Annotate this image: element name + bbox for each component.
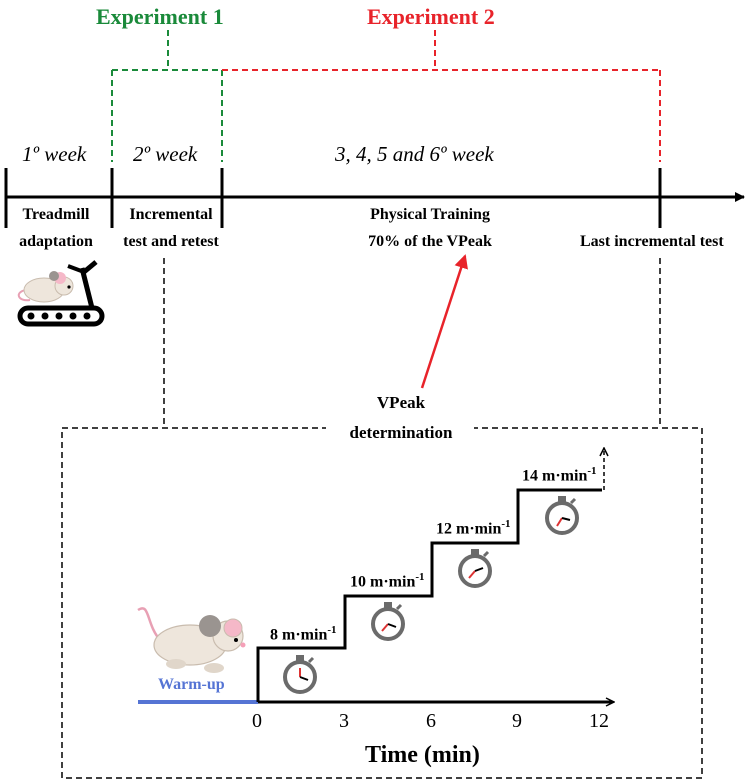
stopwatch-icon <box>371 602 405 641</box>
stopwatch-icon <box>458 549 492 588</box>
stopwatch-icon <box>283 655 317 694</box>
warmup-label: Warm-up <box>158 676 225 693</box>
stopwatch-icon <box>545 496 579 535</box>
speed-label: 14 m·min-1 <box>522 465 597 485</box>
x-axis-label: Time (min) <box>365 742 480 768</box>
speed-steps <box>256 488 602 702</box>
speed-label: 10 m·min-1 <box>350 571 425 591</box>
experiment-1-label: Experiment 1 <box>96 4 224 29</box>
tick-label: 9 <box>512 710 522 732</box>
speed-label: 8 m·min-1 <box>270 624 337 644</box>
tick-label: 12 <box>589 710 609 732</box>
speed-label: 12 m·min-1 <box>436 518 511 538</box>
experiment-2-label: Experiment 2 <box>367 4 495 29</box>
experiment-1-bracket <box>111 30 223 162</box>
tick-label: 3 <box>339 710 349 732</box>
week-2-label: 2º week <box>133 142 198 166</box>
week-1-label: 1º week <box>22 142 87 166</box>
treadmill-mouse-icon <box>17 260 105 327</box>
tick-label: 0 <box>252 710 262 732</box>
last-incremental-test-label: Last incremental test <box>580 233 724 250</box>
zoom-connectors <box>163 258 661 428</box>
running-mouse-icon <box>137 607 246 673</box>
vpeak-arrow <box>420 254 468 389</box>
tick-label: 6 <box>426 710 436 732</box>
experiment-2-bracket <box>222 30 661 162</box>
weeks-3-6-label: 3, 4, 5 and 6º week <box>335 142 494 166</box>
timeline <box>4 168 745 228</box>
